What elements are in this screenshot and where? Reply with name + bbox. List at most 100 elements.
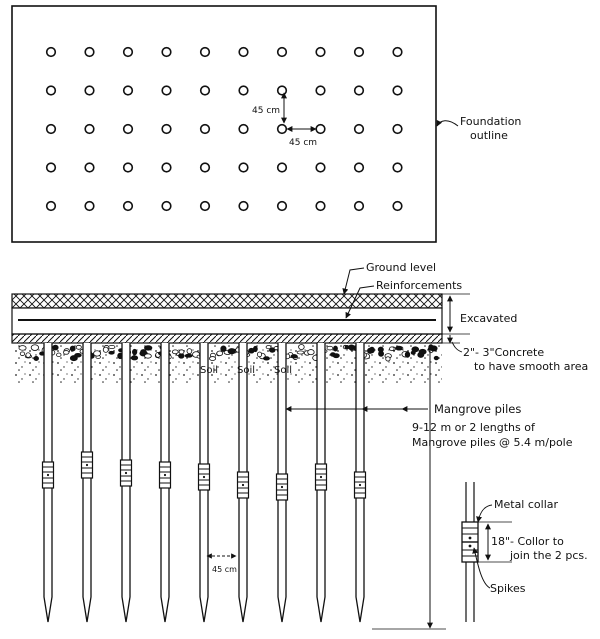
mangrove-piles-desc-1: 9-12 m or 2 lengths of <box>412 421 536 434</box>
spikes-leader <box>472 547 491 589</box>
plan-pile-marker <box>353 162 365 173</box>
gravel-stone <box>184 353 193 358</box>
gravel-stone <box>326 345 334 351</box>
plan-spacing-horizontal-label: 45 cm <box>289 138 317 148</box>
plan-pile-marker <box>122 162 134 173</box>
plan-pile-marker <box>353 123 365 135</box>
gravel-stone <box>265 345 272 350</box>
metal-collar-leader <box>476 504 493 523</box>
mangrove-piles <box>41 343 367 623</box>
pile-spike <box>46 473 50 477</box>
plan-pile-marker <box>122 123 134 135</box>
plan-view: 45 cm 45 cm Foundation outline <box>11 5 521 243</box>
mangrove-pile <box>197 343 211 623</box>
gravel-stone <box>75 344 82 350</box>
plan-pile-marker <box>392 123 403 135</box>
plan-pile-marker <box>238 200 249 212</box>
plan-pile-marker <box>392 162 403 173</box>
gravel-stone <box>332 353 340 359</box>
pile-spike <box>124 471 128 475</box>
pile-spike <box>202 475 206 479</box>
plan-pile-marker <box>122 200 134 212</box>
ground-level-label: Ground level <box>366 261 436 274</box>
plan-pile-marker <box>84 162 95 173</box>
plan-pile-marker <box>161 162 172 173</box>
plan-pile-marker <box>276 200 288 212</box>
gravel-stone <box>209 356 217 361</box>
collar-desc-2: join the 2 pcs. <box>509 549 588 562</box>
plan-pile-marker <box>315 162 326 173</box>
plan-pile-marker <box>392 200 403 212</box>
gravel-stone <box>19 351 26 356</box>
gravel-stone <box>227 348 236 355</box>
pile-spike <box>358 483 362 487</box>
pile-shaft <box>82 343 92 623</box>
gravel-stone <box>186 348 193 355</box>
plan-pile-marker <box>84 123 95 135</box>
gravel-stone <box>411 346 420 353</box>
mangrove-pile <box>80 343 94 623</box>
plan-pile-grid <box>45 46 403 212</box>
concrete-label-2: to have smooth area <box>474 360 588 373</box>
soil-label-3: Soil <box>274 365 292 376</box>
gravel-stone <box>30 344 39 351</box>
gravel-stone <box>263 356 270 361</box>
mangrove-pile <box>353 343 367 623</box>
mangrove-pile <box>119 343 133 623</box>
plan-pile-marker <box>353 46 365 58</box>
gravel-stone <box>178 349 185 355</box>
plan-pile-marker <box>238 162 249 173</box>
pile-spike <box>85 463 89 467</box>
plan-pile-marker <box>276 46 288 58</box>
plan-pile-marker <box>315 46 326 58</box>
pile-spacing-label: 45 cm <box>212 565 237 574</box>
plan-pile-marker <box>161 85 172 96</box>
plan-pile-marker <box>199 200 211 212</box>
gravel-stone <box>333 345 338 352</box>
plan-pile-marker <box>315 123 326 135</box>
gravel-stone <box>63 350 70 355</box>
gravel-stone <box>144 345 153 351</box>
gravel-stone <box>290 354 298 359</box>
plan-pile-marker <box>276 162 288 173</box>
collar-desc-1: 18"- Collor to <box>491 535 564 548</box>
gravel-stone <box>429 345 438 352</box>
plan-pile-marker <box>45 123 57 135</box>
plan-pile-marker <box>45 46 57 58</box>
gravel-stone <box>418 348 427 355</box>
gravel-stone <box>252 345 258 353</box>
plan-pile-marker <box>84 46 95 58</box>
metal-collar-label: Metal collar <box>494 498 558 511</box>
plan-pile-marker <box>161 200 172 212</box>
pile-spike <box>241 483 245 487</box>
gravel-stone <box>25 352 31 358</box>
gravel-stone <box>404 351 411 358</box>
foundation-outline-leader <box>436 119 459 127</box>
mangrove-pile <box>275 343 289 623</box>
gravel-stone <box>93 350 102 357</box>
gravel-stone <box>52 344 59 351</box>
section-view: Soil Soil Soil Ground level Reinforcemen… <box>11 261 588 630</box>
plan-pile-marker <box>161 123 172 135</box>
gravel-stone <box>56 352 62 358</box>
mangrove-pile <box>236 343 250 623</box>
gravel-stone <box>395 345 403 351</box>
gravel-stone <box>144 353 152 359</box>
gravel-stone <box>378 350 385 357</box>
pile-spike <box>163 473 167 477</box>
plan-pile-marker <box>161 46 172 58</box>
plan-pile-marker <box>276 85 288 96</box>
ground-level-leader <box>342 267 365 295</box>
mangrove-pile <box>314 343 328 623</box>
plan-pile-marker <box>238 123 249 135</box>
gravel-stone <box>389 346 395 352</box>
plan-pile-marker <box>315 200 326 212</box>
plan-pile-marker <box>45 200 57 212</box>
plan-pile-marker <box>122 46 134 58</box>
concrete-label-1: 2"- 3"Concrete <box>463 346 544 359</box>
ground-level-band <box>11 293 443 309</box>
plan-pile-marker <box>276 123 288 135</box>
spike-2 <box>468 544 472 548</box>
plan-pile-marker <box>199 46 211 58</box>
